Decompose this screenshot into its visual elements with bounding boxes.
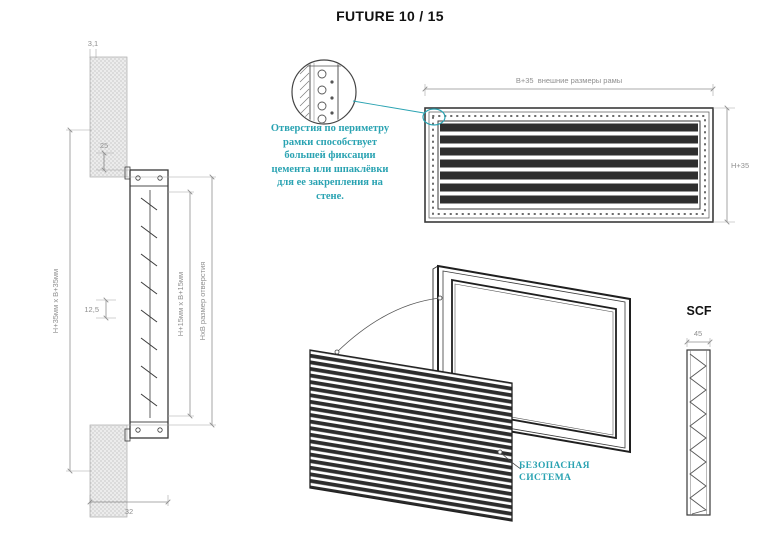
dim-25: 25 — [100, 141, 108, 150]
dim-front-height: H+35 — [731, 161, 749, 170]
assembly-guide-line — [336, 297, 441, 353]
note-line: для ее закрепления на — [277, 177, 383, 188]
scf-zigzag — [689, 353, 707, 515]
section-view: 3,1 25 12,5 32 H+35мм х В+35мм — [51, 39, 216, 518]
section-dimensions: 3,1 25 12,5 32 H+35мм х В+35мм — [51, 39, 216, 516]
dim-outer-size: H+35мм х В+35мм — [51, 269, 60, 333]
dim-12-5: 12,5 — [84, 305, 99, 314]
note-line: стене. — [316, 190, 344, 202]
note-line: Отверстия по периметру — [270, 123, 390, 134]
dim-flange: 3,1 — [88, 39, 98, 48]
front-view: В+35 внешние размеры рамы H+35 — [422, 76, 749, 225]
scf-profile: 45 — [684, 329, 713, 516]
dim-scf-width: 45 — [694, 329, 702, 338]
perforation-dots — [432, 115, 706, 215]
wall-top — [89, 56, 128, 178]
note-line: цемента или шпаклёвки — [271, 163, 389, 175]
detail-callout-ellipse — [422, 108, 446, 126]
scf-title: SCF — [686, 304, 712, 318]
iso-grille-panel — [309, 349, 513, 522]
page-title: FUTURE 10 / 15 — [336, 8, 444, 24]
safety-line: СИСТЕМА — [519, 472, 572, 483]
dim-front-width: В+35 внешние размеры рамы — [516, 76, 622, 85]
grille-section — [124, 166, 169, 442]
detail-leader-line — [352, 100, 425, 114]
note-line: большей фиксации — [284, 150, 376, 161]
dim-inner-size: H+15мм х В+15мм — [176, 272, 185, 336]
wall-bottom — [89, 424, 128, 518]
detail-circle — [291, 59, 425, 125]
louver-slats-front — [440, 123, 698, 204]
safety-leader-line — [499, 451, 522, 470]
note-line: рамки способствует — [283, 136, 377, 148]
safety-line: БЕЗОПАСНАЯ — [519, 461, 590, 471]
dim-opening-size: НхВ размер отверстия — [198, 262, 207, 341]
safety-system-label: БЕЗОПАСНАЯ СИСТЕМА — [519, 461, 629, 484]
louver-blades-section — [140, 197, 158, 407]
dim-32: 32 — [125, 507, 133, 516]
hatch-pattern — [299, 64, 310, 123]
iso-view — [309, 264, 631, 522]
perforation-note: Отверстия по периметру рамки способствуе… — [245, 122, 415, 203]
